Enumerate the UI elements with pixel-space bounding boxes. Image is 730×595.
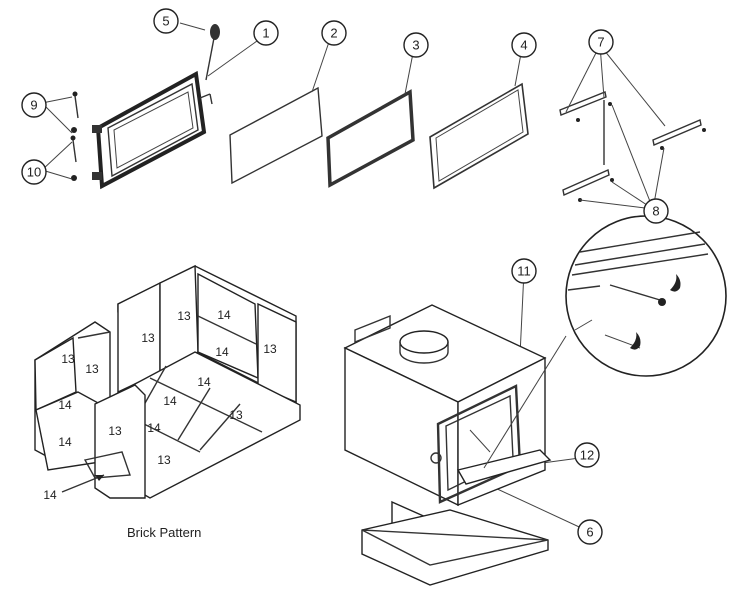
svg-text:10: 10 <box>27 165 41 180</box>
svg-text:11: 11 <box>517 264 531 279</box>
callout-8: 8 <box>643 198 669 224</box>
svg-text:4: 4 <box>520 38 527 53</box>
glass-gasket <box>326 89 415 188</box>
svg-text:5: 5 <box>162 14 169 29</box>
svg-text:7: 7 <box>597 35 604 50</box>
callout-6: 6 <box>577 519 603 545</box>
svg-text:6: 6 <box>586 525 593 540</box>
callout-2: 2 <box>321 20 347 46</box>
door-glass <box>229 86 323 185</box>
glass-retainer <box>429 82 529 190</box>
svg-text:9: 9 <box>30 98 37 113</box>
brick-label: 13 <box>177 309 191 323</box>
callout-10: 10 <box>21 159 47 185</box>
brick-label: 14 <box>197 375 211 389</box>
svg-text:8: 8 <box>652 204 659 219</box>
callout-5: 5 <box>153 8 179 34</box>
brick-label: 13 <box>108 424 122 438</box>
firebrick-box <box>34 264 301 499</box>
stove-body <box>343 304 552 586</box>
brick-label: 14 <box>215 345 229 359</box>
svg-text:2: 2 <box>330 26 337 41</box>
brick-label: 13 <box>61 352 75 366</box>
svg-text:12: 12 <box>580 448 594 463</box>
callout-4: 4 <box>511 32 537 58</box>
brick-label: 13 <box>85 362 99 376</box>
callout-1: 1 <box>253 20 279 46</box>
trim-strips <box>559 91 702 196</box>
callout-11: 11 <box>511 258 537 284</box>
brick-labels: 13 13 14 14 13 13 13 14 14 14 14 13 14 1… <box>43 308 277 502</box>
hinge-pins <box>70 91 79 181</box>
brick-label: 13 <box>229 408 243 422</box>
brick-label: 14 <box>43 488 57 502</box>
svg-text:3: 3 <box>412 38 419 53</box>
brick-label: 14 <box>147 421 161 435</box>
brick-label: 13 <box>157 453 171 467</box>
callout-7: 7 <box>588 29 614 55</box>
diagram-caption: Brick Pattern <box>127 525 201 540</box>
brick-label: 14 <box>58 398 72 412</box>
trim-screws <box>576 102 706 202</box>
svg-text:1: 1 <box>262 26 269 41</box>
brick-label: 14 <box>163 394 177 408</box>
brick-label: 13 <box>263 342 277 356</box>
callout-12: 12 <box>574 442 600 468</box>
door-frame <box>92 37 215 190</box>
callout-3: 3 <box>403 32 429 58</box>
callout-9: 9 <box>21 92 47 118</box>
brick-label: 13 <box>141 331 155 345</box>
brick-label: 14 <box>217 308 231 322</box>
door-knob <box>210 24 220 40</box>
brick-label: 14 <box>58 435 72 449</box>
